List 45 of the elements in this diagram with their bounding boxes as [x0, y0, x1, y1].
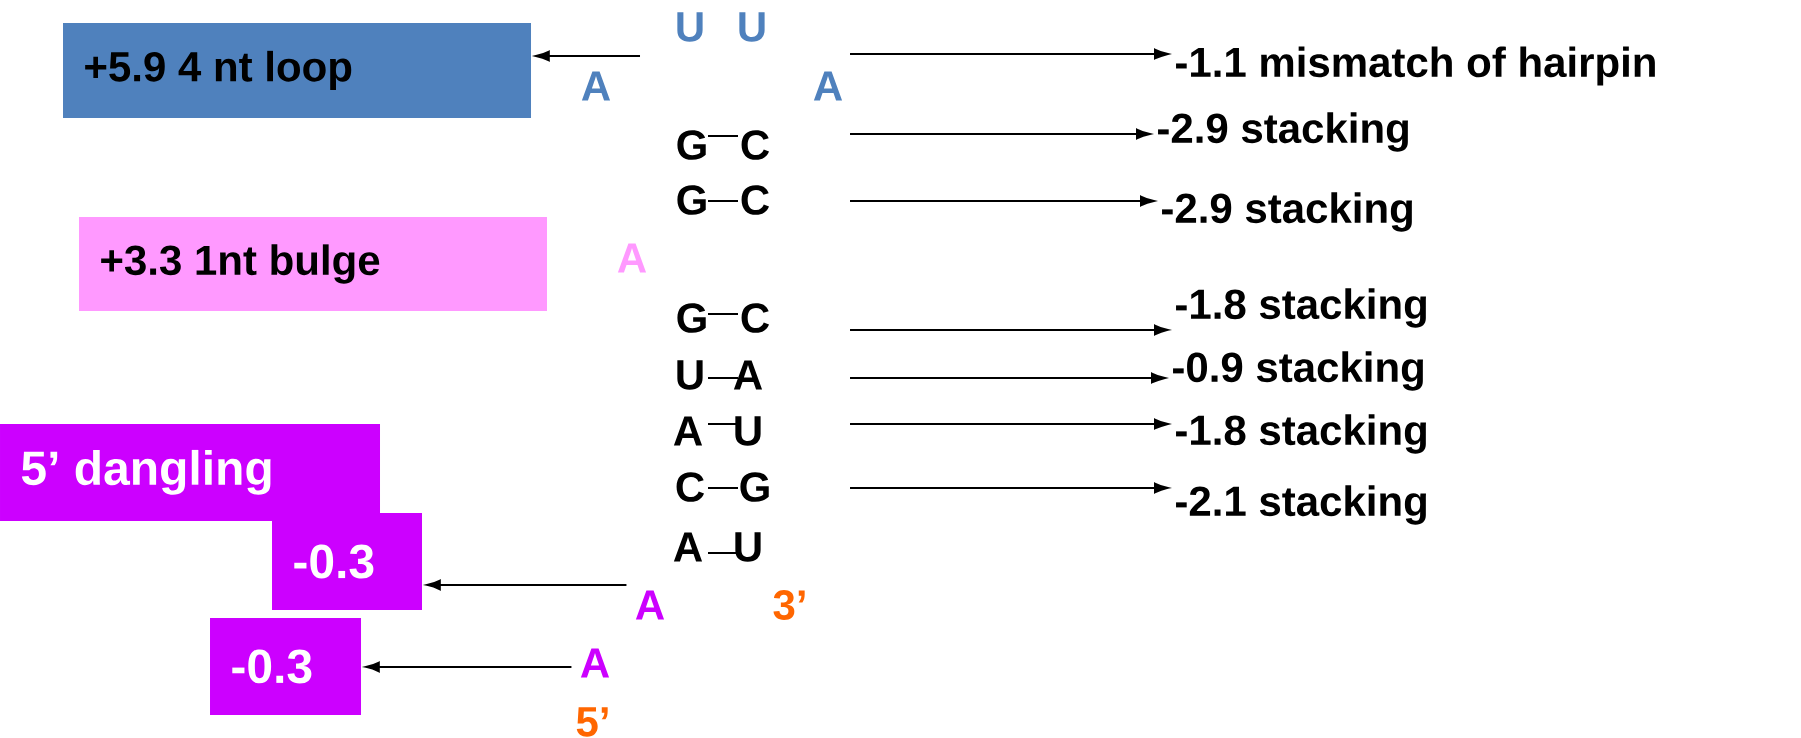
- arrow: [426, 579, 628, 591]
- label-box: +5.9 4 nt loop: [63, 23, 531, 118]
- nucleotide-letter: U: [739, 12, 765, 42]
- nucleotide-letter: A: [673, 416, 703, 446]
- arrow: [535, 50, 641, 62]
- label-box: -0.3: [210, 618, 361, 715]
- energy-label: -1.8 stacking: [1176, 288, 1426, 328]
- arrow: [849, 372, 1166, 384]
- nucleotide-letter: G: [740, 472, 769, 502]
- nucleotide-letter: U: [735, 532, 761, 562]
- nucleotide-letter: G: [677, 303, 706, 333]
- nucleotide-letter: A: [617, 243, 647, 273]
- nucleotide-letter: C: [741, 130, 769, 160]
- nucleotide-letter: A: [673, 532, 703, 562]
- arrow: [849, 324, 1169, 336]
- energy-label: -1.1 mismatch of hairpin: [1176, 46, 1655, 86]
- arrow: [849, 128, 1151, 140]
- arrow: [849, 482, 1169, 494]
- nucleotide-letter: U: [735, 416, 761, 446]
- nucleotide-letter: A: [635, 590, 665, 620]
- energy-label: -2.1 stacking: [1176, 485, 1426, 525]
- arrow: [365, 661, 573, 673]
- label-box: +3.3 1nt bulge: [79, 217, 547, 311]
- arrow: [849, 418, 1169, 430]
- strand-end-label: 5’: [576, 707, 608, 737]
- nucleotide-letter: U: [677, 12, 703, 42]
- nucleotide-letter: U: [677, 360, 703, 390]
- nucleotide-letter: A: [581, 71, 611, 101]
- energy-label: -1.8 stacking: [1176, 414, 1426, 454]
- nucleotide-letter: G: [677, 130, 706, 160]
- nucleotide-letter: A: [580, 648, 610, 678]
- strand-end-label: 3’: [773, 590, 805, 620]
- arrow: [849, 48, 1169, 60]
- nucleotide-letter: C: [741, 185, 769, 215]
- node-label: -0.3: [294, 544, 374, 579]
- nucleotide-letter: A: [813, 71, 843, 101]
- energy-label: -0.9 stacking: [1173, 351, 1423, 391]
- nucleotide-letter: C: [676, 472, 704, 502]
- arrow: [849, 195, 1155, 207]
- nucleotide-letter: G: [677, 185, 706, 215]
- nucleotide-letter: C: [741, 303, 769, 333]
- energy-label: -2.9 stacking: [1158, 112, 1408, 152]
- label-box: -0.3: [272, 513, 422, 610]
- nucleotide-letter: A: [733, 360, 763, 390]
- energy-label: -2.9 stacking: [1162, 192, 1412, 232]
